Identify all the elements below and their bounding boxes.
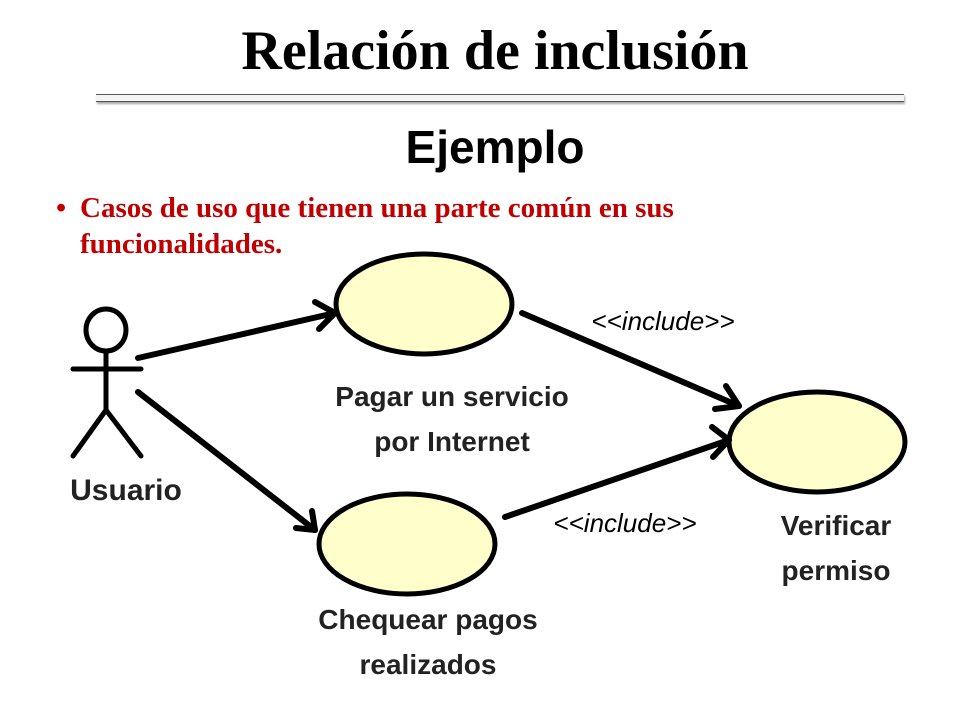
use-case-verificar-permiso[interactable]	[726, 389, 908, 495]
title-underline-divider	[96, 94, 904, 102]
use-case-label-pagar-line-1: Pagar un servicio	[335, 381, 568, 412]
bullet-dot-icon: •	[56, 192, 67, 224]
include-label-top: <<include>>	[591, 306, 734, 336]
bullet-text-line-2: funcionalidades.	[80, 228, 283, 260]
association-actor-to-chequear	[135, 389, 318, 533]
include-label-bottom: <<include>>	[553, 508, 696, 538]
include-pagar-to-verificar	[519, 310, 742, 412]
actor-stick-figure-icon	[70, 306, 144, 459]
use-case-label-verificar-line-1: Verificar	[781, 510, 892, 541]
actor-label-usuario: Usuario	[70, 474, 182, 507]
bullet-point: • Casos de uso que tienen una parte comú…	[56, 190, 876, 262]
use-case-label-chequear-line-1: Chequear pagos	[318, 604, 537, 635]
slide-subtitle: Ejemplo	[405, 121, 585, 173]
use-case-chequear-pagos[interactable]	[316, 491, 498, 597]
use-case-pagar-servicio[interactable]	[333, 251, 515, 357]
use-case-label-verificar-line-2: permiso	[782, 555, 891, 586]
association-actor-to-pagar	[135, 299, 338, 361]
include-chequear-to-verificar	[502, 424, 732, 520]
use-case-label-pagar-line-2: por Internet	[374, 426, 530, 457]
slide-title: Relación de inclusión	[241, 20, 749, 82]
use-case-label-chequear-line-2: realizados	[360, 649, 497, 680]
bullet-text-line-1: Casos de uso que tienen una parte común …	[80, 192, 674, 224]
